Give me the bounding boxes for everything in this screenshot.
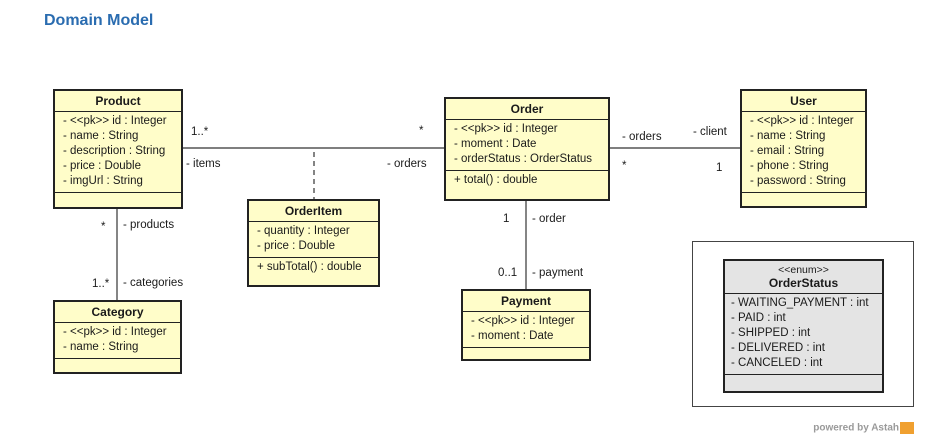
mult-product-order-order: * — [419, 125, 424, 137]
mult-product-category-category: 1..* — [92, 278, 110, 290]
attribute: - <<pk>> id : Integer — [750, 115, 854, 127]
class-payment[interactable]: Payment - <<pk>> id : Integer - moment :… — [461, 289, 591, 361]
attribute: - phone : String — [750, 160, 829, 172]
enum-literal: - DELIVERED : int — [731, 342, 825, 354]
enum-literal: - WAITING_PAYMENT : int — [731, 297, 869, 309]
enum-stereotype: <<enum>> — [778, 264, 829, 276]
enum-literal: - SHIPPED : int — [731, 327, 811, 339]
class-order-operations: + total() : double — [446, 171, 608, 191]
attribute: - name : String — [63, 130, 139, 142]
attribute: - description : String — [63, 145, 166, 157]
class-product-attributes: - <<pk>> id : Integer - name : String - … — [55, 112, 181, 193]
attribute: - price : Double — [257, 240, 335, 252]
class-category-operations — [55, 359, 180, 368]
role-orders-left: - orders — [387, 158, 427, 170]
enum-orderstatus-name: OrderStatus — [768, 276, 839, 290]
enum-literal: - CANCELED : int — [731, 357, 823, 369]
enum-literal: - PAID : int — [731, 312, 786, 324]
attribute: - moment : Date — [471, 330, 554, 342]
class-orderitem-name: OrderItem — [249, 201, 378, 222]
attribute: - moment : Date — [454, 138, 537, 150]
enum-orderstatus-operations — [725, 375, 882, 384]
attribute: - name : String — [750, 130, 826, 142]
attribute: - <<pk>> id : Integer — [63, 326, 167, 338]
class-orderitem-operations: + subTotal() : double — [249, 258, 378, 278]
class-order-attributes: - <<pk>> id : Integer - moment : Date - … — [446, 120, 608, 171]
operation: + subTotal() : double — [257, 261, 362, 273]
class-product-name: Product — [55, 91, 181, 112]
attribute: - <<pk>> id : Integer — [63, 115, 167, 127]
class-category-name: Category — [55, 302, 180, 323]
role-items: - items — [186, 158, 221, 170]
mult-order-payment-order: 1 — [503, 213, 510, 225]
role-order: - order — [532, 213, 566, 225]
enum-orderstatus-literals: - WAITING_PAYMENT : int - PAID : int - S… — [725, 294, 882, 375]
class-user-name: User — [742, 91, 865, 112]
class-user-operations — [742, 193, 865, 202]
attribute: - email : String — [750, 145, 825, 157]
mult-product-category-product: * — [101, 221, 106, 233]
mult-order-payment-payment: 0..1 — [498, 267, 518, 279]
powered-by-footer: powered by Astah — [813, 422, 914, 434]
attribute: - orderStatus : OrderStatus — [454, 153, 593, 165]
mult-product-order-product: 1..* — [191, 126, 209, 138]
role-client: - client — [693, 126, 727, 138]
class-payment-attributes: - <<pk>> id : Integer - moment : Date — [463, 312, 589, 348]
attribute: - imgUrl : String — [63, 175, 143, 187]
class-order-name: Order — [446, 99, 608, 120]
class-payment-name: Payment — [463, 291, 589, 312]
class-user[interactable]: User - <<pk>> id : Integer - name : Stri… — [740, 89, 867, 208]
attribute: - <<pk>> id : Integer — [471, 315, 575, 327]
class-user-attributes: - <<pk>> id : Integer - name : String - … — [742, 112, 865, 193]
role-categories: - categories — [123, 277, 184, 289]
attribute: - name : String — [63, 341, 139, 353]
page-title: Domain Model — [44, 12, 154, 29]
attribute: - password : String — [750, 175, 846, 187]
class-category-attributes: - <<pk>> id : Integer - name : String — [55, 323, 180, 359]
enum-orderstatus[interactable]: <<enum>> OrderStatus - WAITING_PAYMENT :… — [723, 259, 884, 393]
class-order[interactable]: Order - <<pk>> id : Integer - moment : D… — [444, 97, 610, 201]
operation: + total() : double — [454, 174, 538, 186]
powered-by-text: powered by Astah — [813, 422, 899, 434]
class-orderitem[interactable]: OrderItem - quantity : Integer - price :… — [247, 199, 380, 287]
mult-order-user-user: 1 — [716, 162, 723, 174]
class-product-operations — [55, 193, 181, 202]
attribute: - quantity : Integer — [257, 225, 350, 237]
role-products: - products — [123, 219, 175, 231]
class-orderitem-attributes: - quantity : Integer - price : Double — [249, 222, 378, 258]
attribute: - <<pk>> id : Integer — [454, 123, 558, 135]
class-payment-operations — [463, 348, 589, 357]
role-payment: - payment — [532, 267, 584, 279]
attribute: - price : Double — [63, 160, 141, 172]
class-category[interactable]: Category - <<pk>> id : Integer - name : … — [53, 300, 182, 374]
role-orders-right: - orders — [622, 131, 662, 143]
enum-orderstatus-header: <<enum>> OrderStatus — [725, 261, 882, 294]
class-product[interactable]: Product - <<pk>> id : Integer - name : S… — [53, 89, 183, 209]
mult-order-user-order: * — [622, 160, 627, 172]
astah-logo-icon — [900, 422, 914, 434]
